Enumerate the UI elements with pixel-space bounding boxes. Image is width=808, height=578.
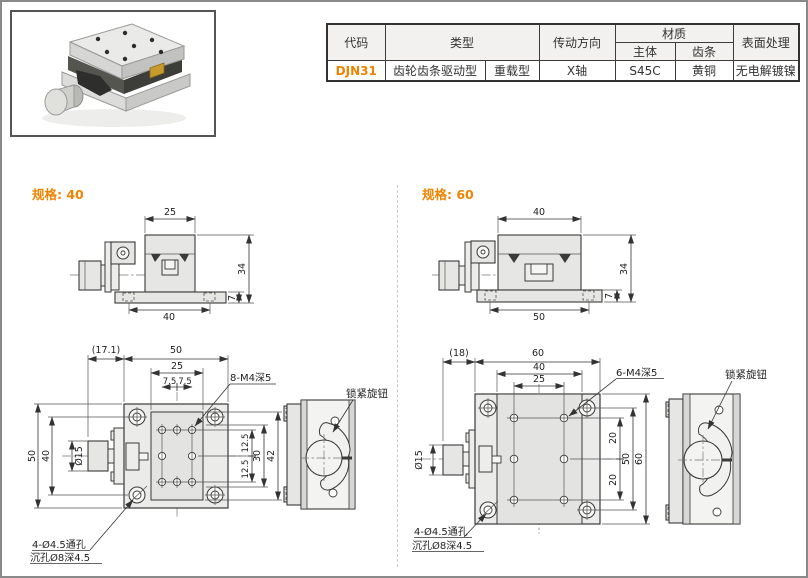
photo-shadow: [42, 109, 186, 127]
header-code: 代码: [326, 23, 386, 61]
brass-rack: [149, 62, 165, 79]
counterbore-holes: [478, 398, 597, 520]
product-photo-illustration: [42, 23, 191, 127]
spec-table: 代码 类型 传动方向 材质 表面处理 主体 齿条 DJN31 齿轮齿条驱动型 重…: [326, 23, 801, 82]
counterbore-holes: [127, 407, 225, 505]
lock-knob-label: 锁紧旋钮: [725, 368, 767, 381]
column-separator: [397, 185, 398, 567]
spec40-title: 规格: 40: [32, 187, 84, 202]
dim-height: 34: [237, 263, 248, 275]
header-material-main: 主体: [614, 42, 676, 61]
dim-right-a: 20: [608, 432, 619, 444]
dim-hole-span-inner: 25: [533, 374, 545, 385]
lock-pin: [342, 456, 352, 460]
header-type: 类型: [384, 23, 540, 61]
cell-type-a: 齿轮齿条驱动型: [384, 60, 486, 82]
thread-note: 8-M4深5: [230, 372, 271, 384]
header-surface: 表面处理: [732, 23, 800, 61]
cell-type-b: 重载型: [484, 60, 540, 82]
spec40-plan-view: (17.1) 50 25 7.5 7.5 8-M4深5 50 40: [27, 345, 282, 564]
spec60-title: 规格: 60: [422, 187, 474, 202]
dim-knob-offset: (18): [449, 348, 469, 359]
dim-right-mid: 30: [252, 450, 263, 462]
dim-top-width: 40: [533, 207, 545, 218]
top-plate-plan: [496, 393, 583, 525]
dim-base-width: 40: [163, 312, 175, 323]
dim-width: 50: [170, 345, 182, 356]
dim-knob-dia: Ø15: [74, 446, 85, 466]
dim-base-height: 7: [227, 295, 238, 301]
knob-plan: [442, 444, 464, 476]
spec60-front-view: 40 34 7 50: [432, 207, 636, 323]
dim-right-outer: 42: [266, 450, 277, 462]
dim-right-outer: 60: [634, 453, 645, 465]
dim-right-mid: 50: [621, 453, 632, 465]
spec40-front-view: 25 34 7 40: [70, 207, 254, 323]
hole-note-1: 4-Ø4.5通孔: [32, 539, 86, 551]
dim-pitch-a: 7.5: [163, 377, 177, 387]
dim-right-b: 20: [608, 474, 619, 486]
dim-base-width: 50: [533, 312, 545, 323]
header-direction: 传动方向: [538, 23, 616, 61]
dim-knob-offset: (17.1): [92, 345, 121, 356]
dim-hole-span: 25: [171, 361, 183, 372]
dim-height: 34: [619, 263, 630, 275]
cell-surface: 无电解镀镍: [732, 60, 800, 82]
stage-body-front: [497, 234, 582, 291]
base-front: [114, 291, 227, 304]
lock-pin: [722, 458, 732, 462]
hole-note-2: 沉孔Ø8深4.5: [30, 551, 90, 564]
knob-front: [438, 260, 460, 291]
table-row: DJN31 齿轮齿条驱动型 重载型 X轴 S45C 黄铜 无电解镀镍: [326, 60, 800, 82]
dim-right-a: 12.5: [241, 434, 251, 453]
hole-note-1: 4-Ø4.5通孔: [414, 526, 468, 538]
knob-plan: [87, 440, 109, 472]
lock-knob-label: 锁紧旋钮: [346, 387, 388, 400]
spec60-plan-view: (18) 60 40 25 6-M4深5 Ø15: [412, 348, 664, 552]
base-front: [476, 289, 603, 303]
knob: [44, 88, 68, 116]
thread-note: 6-M4深5: [616, 367, 657, 379]
m4-holes: [156, 424, 198, 488]
spec60-drawing: 40 34 7 50: [412, 207, 767, 552]
product-photo: [10, 10, 216, 137]
dim-left-inner: 40: [41, 450, 52, 462]
clamp-lever: [76, 70, 112, 96]
spec40-drawing: 25 34 7 40: [27, 207, 388, 564]
hole-note-2: 沉孔Ø8深4.5: [412, 539, 472, 552]
dim-hole-span-outer: 40: [533, 362, 545, 373]
dim-width: 60: [532, 348, 544, 359]
dim-left-outer: 50: [27, 450, 38, 462]
header-material: 材质: [614, 23, 734, 43]
m4-holes: [507, 411, 571, 507]
header-material-rack: 齿条: [674, 42, 734, 61]
dim-base-height: 7: [604, 293, 615, 299]
cell-code: DJN31: [326, 60, 386, 82]
dim-knob-dia: Ø15: [414, 450, 425, 470]
dim-pitch-b: 7.5: [178, 377, 192, 387]
dim-right-b: 12.5: [241, 460, 251, 479]
spec40-side-view: 锁紧旋钮: [283, 387, 388, 510]
cell-material-main: S45C: [614, 60, 676, 82]
dim-top-width: 25: [164, 207, 176, 218]
cell-material-rack: 黄铜: [674, 60, 734, 82]
knob-front: [78, 260, 102, 291]
spec60-side-view: 锁紧旋钮: [665, 368, 767, 525]
cell-direction: X轴: [538, 60, 616, 82]
